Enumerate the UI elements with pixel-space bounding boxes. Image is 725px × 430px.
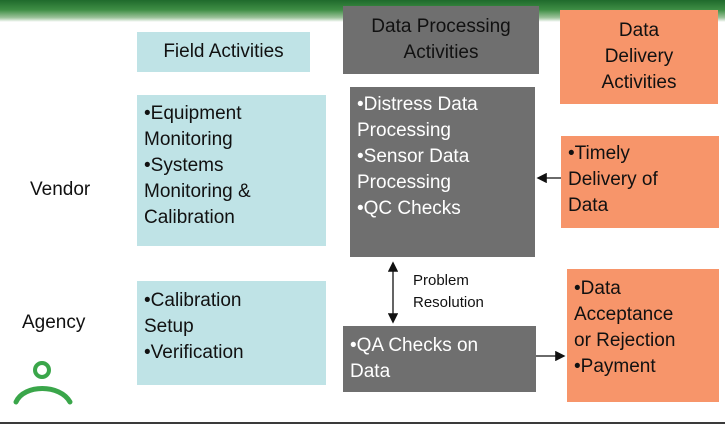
problem-resolution-label: Problem Resolution — [413, 272, 484, 311]
bullet-payment: •Payment — [574, 356, 656, 377]
bullet-systems-monitoring: •Systems — [144, 155, 224, 176]
bullet-distress-data: •Distress Data — [357, 94, 478, 115]
bottom-divider — [0, 422, 725, 424]
agency-label: Agency — [22, 312, 86, 333]
bullet-data-acceptance: •Data — [574, 278, 621, 299]
bullet-calibration-setup: •Calibration — [144, 290, 242, 311]
agency-data-delivery: •Data Acceptance or Rejection •Payment — [567, 269, 719, 402]
person-logo-icon — [13, 361, 73, 405]
agency-data-processing: •QA Checks on Data — [343, 326, 536, 392]
bullet-qc-checks: •QC Checks — [357, 198, 461, 219]
vendor-data-processing: •Distress Data Processing •Sensor Data P… — [350, 87, 535, 257]
vendor-field-activities: •Equipment Monitoring •Systems Monitorin… — [137, 95, 326, 246]
bullet-sensor-data: •Sensor Data — [357, 146, 470, 167]
agency-field-activities: •Calibration Setup •Verification — [137, 281, 326, 385]
bullet-qa-checks: •QA Checks on — [350, 335, 479, 356]
bullet-timely-delivery: •Timely — [568, 143, 630, 164]
vendor-data-delivery: •Timely Delivery of Data — [561, 136, 719, 228]
bullet-equipment-monitoring: •Equipment — [144, 103, 242, 124]
bullet-verification: •Verification — [144, 342, 244, 363]
vendor-label: Vendor — [30, 179, 91, 200]
data-processing-header: Data Processing Activities — [343, 6, 539, 74]
data-delivery-header: Data Delivery Activities — [560, 10, 718, 104]
field-activities-header: Field Activities — [137, 32, 310, 72]
